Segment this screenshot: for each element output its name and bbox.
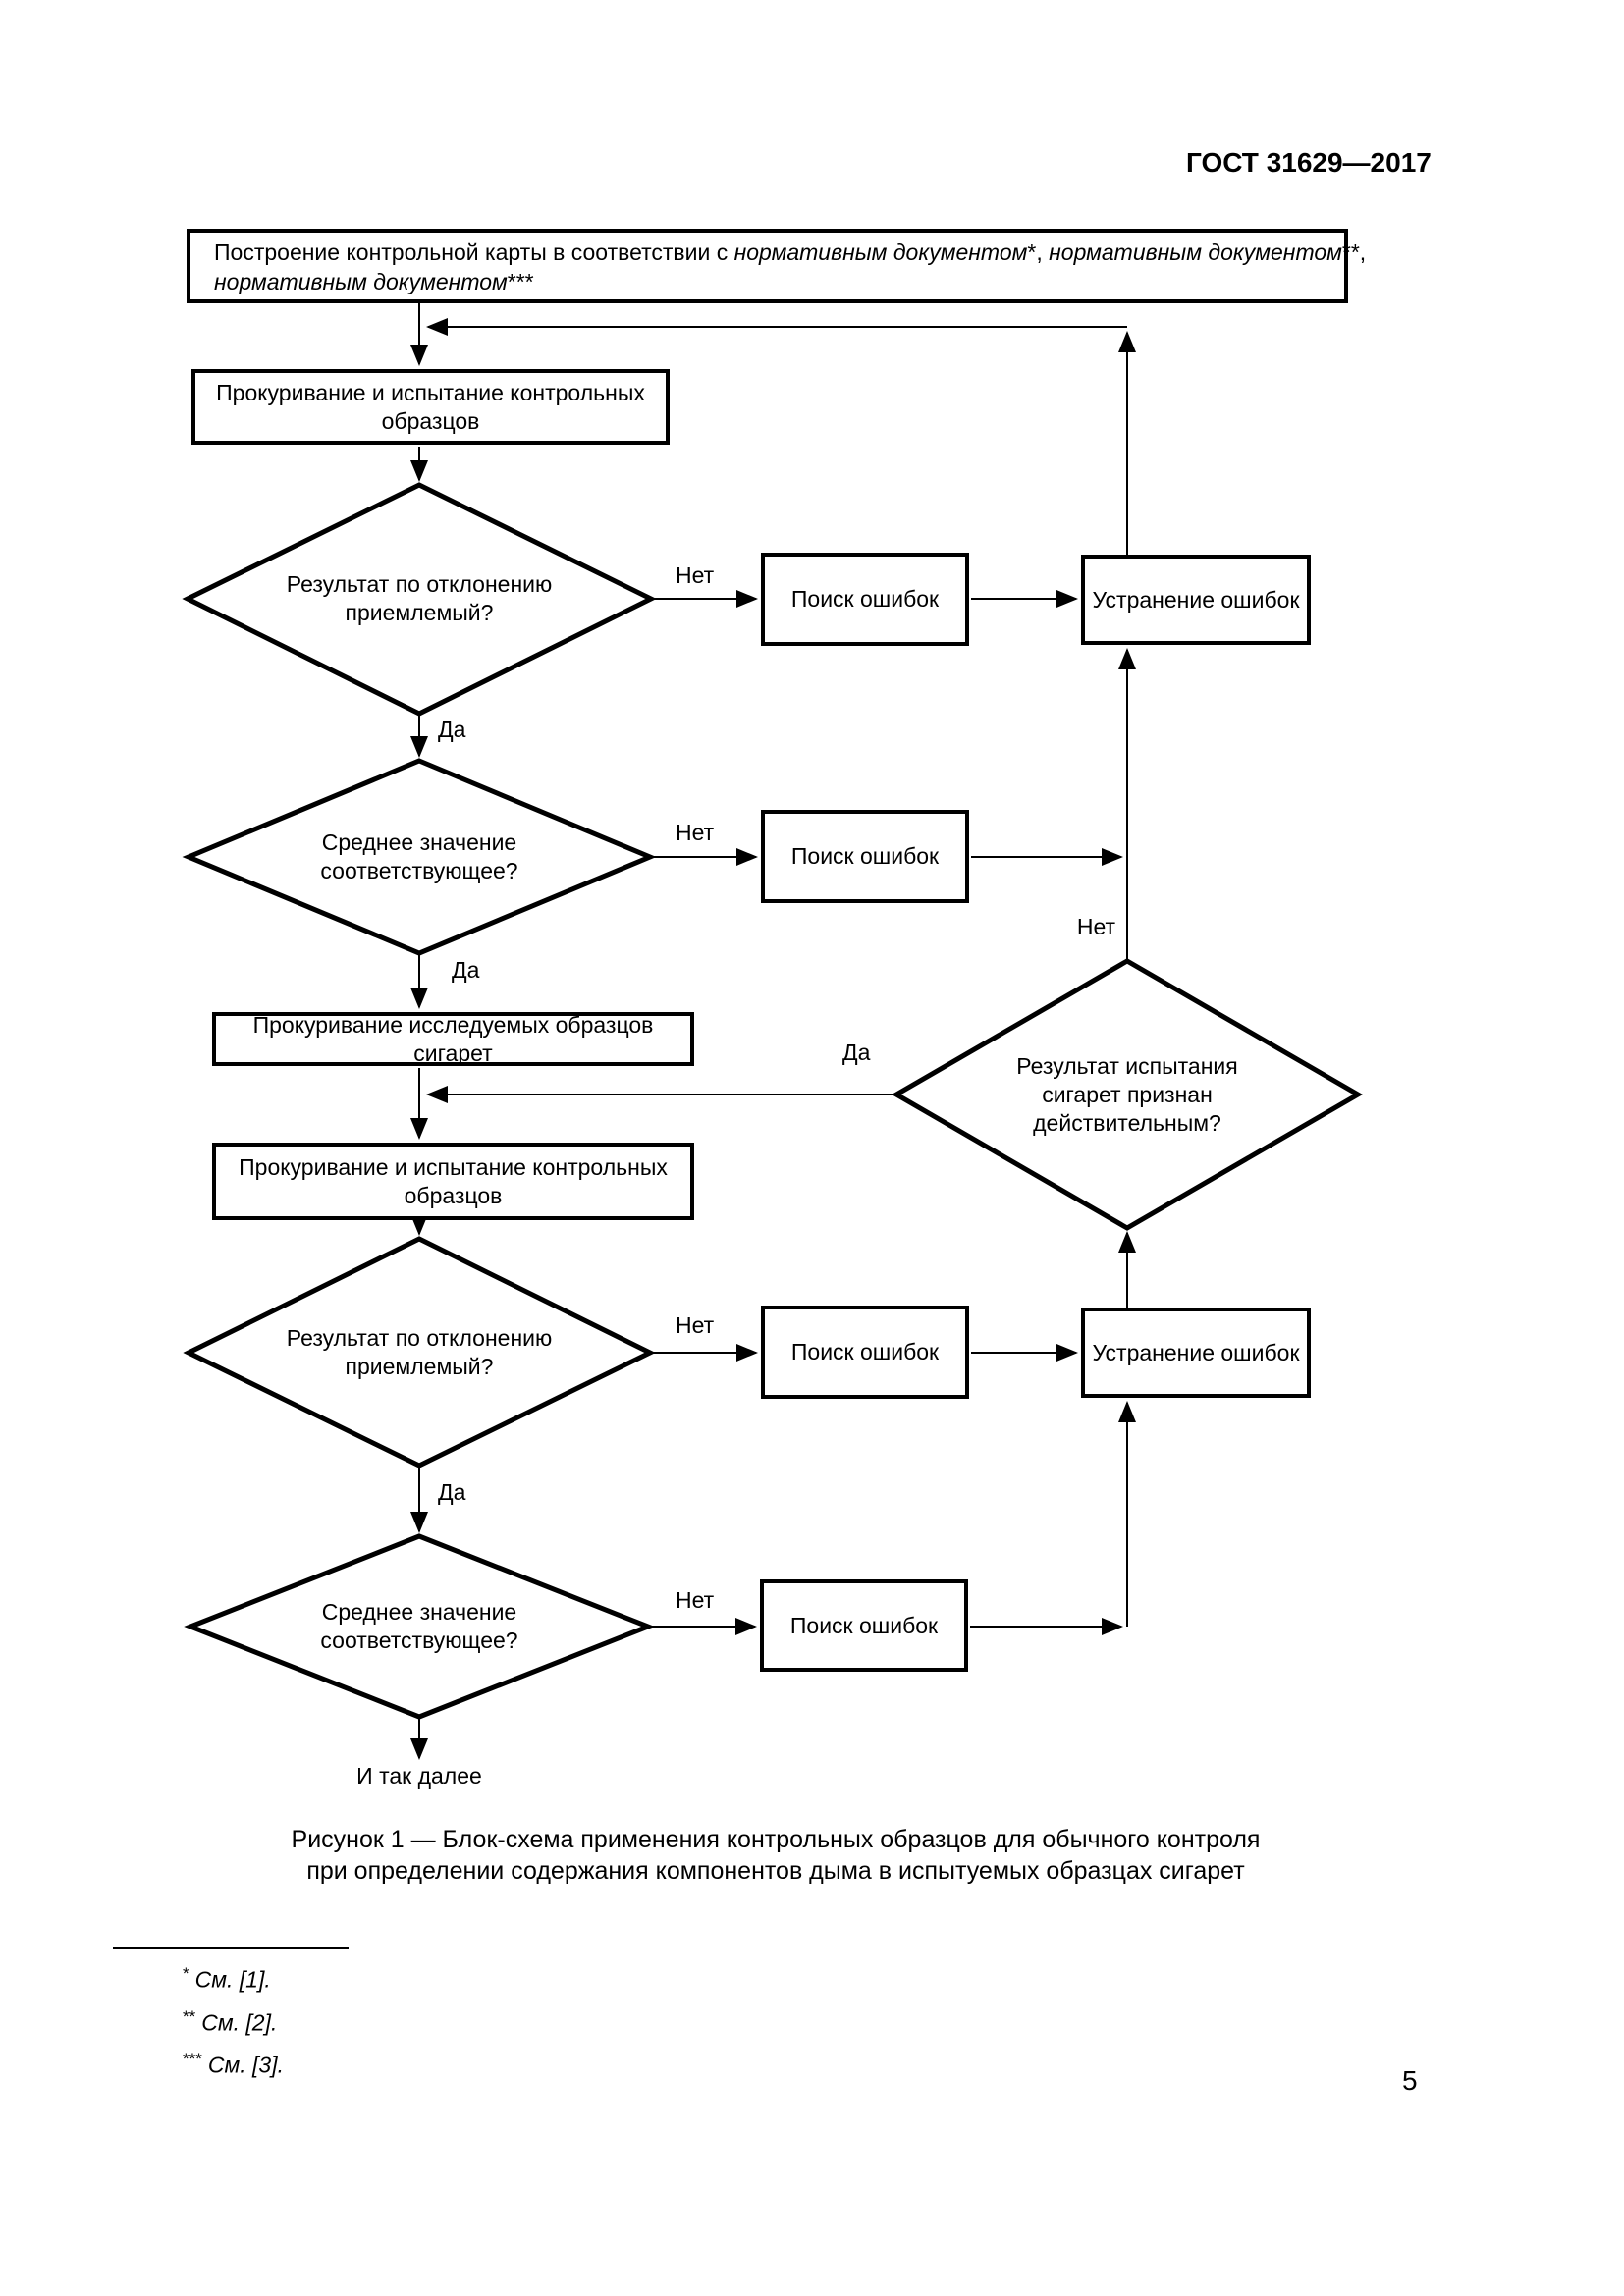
footnote-2: **См. [2]. xyxy=(183,1999,284,2042)
document-title: ГОСТ 31629—2017 xyxy=(1186,147,1432,178)
footnote-3-text: См. [3]. xyxy=(207,2052,284,2078)
footnotes: * См. [1]. **См. [2]. *** См. [3]. xyxy=(183,1955,284,2084)
label-no-mean-2: Нет xyxy=(676,1587,715,1613)
process-box-fix-errors-1: Устранение ошибок xyxy=(1081,555,1311,645)
diamond-deviation-2-shape xyxy=(183,1236,656,1468)
footnote-1-mark: * xyxy=(183,1964,189,1983)
figure-caption-line1: Рисунок 1 — Блок-схема применения контро… xyxy=(291,1826,1261,1853)
process-box-build-control-chart-line2: нормативным документом*** xyxy=(214,267,534,297)
label-yes-mean-1: Да xyxy=(452,957,480,983)
diamond-mean-1-shape xyxy=(182,758,657,956)
label-yes-deviation-2: Да xyxy=(438,1479,466,1505)
topbox-text-4: *** xyxy=(507,269,534,294)
process-box-smoke-control-2: Прокуривание и испытание контрольных обр… xyxy=(212,1143,694,1220)
topbox-text-1: Построение контрольной карты в соответст… xyxy=(214,240,734,265)
figure-caption-line2: при определении содержания компонентов д… xyxy=(306,1857,1245,1885)
label-no-validity: Нет xyxy=(1076,914,1115,939)
decision-validity-text: Результат испытания сигарет признан дейс… xyxy=(1016,1052,1238,1136)
topbox-text-2: *, xyxy=(1027,240,1050,265)
label-no-deviation-2: Нет xyxy=(676,1312,715,1338)
process-box-smoke-control-1: Прокуривание и испытание контрольных обр… xyxy=(191,369,670,445)
label-yes-validity: Да xyxy=(842,1040,871,1065)
page-number: 5 xyxy=(1402,2065,1418,2096)
decision-deviation-1-text: Результат по отклонению приемлемый? xyxy=(286,571,553,625)
topbox-text-3: **, xyxy=(1341,240,1367,265)
process-box-fix-errors-2: Устранение ошибок xyxy=(1081,1308,1311,1398)
process-box-search-errors-4: Поиск ошибок xyxy=(760,1579,968,1672)
process-box-smoke-test-samples: Прокуривание исследуемых образцов сигаре… xyxy=(212,1012,694,1066)
process-box-search-errors-2: Поиск ошибок xyxy=(761,810,969,903)
process-box-build-control-chart-line1: Построение контрольной карты в соответст… xyxy=(214,238,1366,268)
process-box-search-errors-1: Поиск ошибок xyxy=(761,553,969,646)
process-box-search-errors-3: Поиск ошибок xyxy=(761,1306,969,1399)
decision-mean-1-text: Среднее значение соответствующее? xyxy=(320,829,518,883)
figure-caption: Рисунок 1 — Блок-схема применения контро… xyxy=(160,1824,1391,1887)
decision-deviation-2-text: Результат по отклонению приемлемый? xyxy=(286,1325,553,1379)
label-no-deviation-1: Нет xyxy=(676,562,715,588)
topbox-italic-3: нормативным документом xyxy=(214,269,508,294)
diamond-deviation-1-shape xyxy=(182,482,657,717)
label-and-so-on: И так далее xyxy=(356,1763,482,1789)
footnote-1: * См. [1]. xyxy=(183,1955,284,1999)
diamond-mean-2-shape xyxy=(184,1533,655,1720)
label-no-mean-1: Нет xyxy=(676,820,715,845)
footnote-divider xyxy=(113,1947,349,1949)
footnote-3-mark: *** xyxy=(183,2050,202,2069)
diamond-validity-shape xyxy=(892,958,1363,1231)
label-yes-deviation-1: Да xyxy=(438,717,466,742)
footnote-2-text: См. [2]. xyxy=(201,2009,278,2036)
footnote-1-text: См. [1]. xyxy=(194,1966,271,1993)
topbox-italic-2: нормативным документом xyxy=(1049,240,1342,265)
process-box-build-control-chart xyxy=(187,229,1348,303)
topbox-italic-1: нормативным документом xyxy=(733,240,1028,265)
decision-mean-2-text: Среднее значение соответствующее? xyxy=(320,1599,518,1653)
footnote-3: *** См. [3]. xyxy=(183,2041,284,2084)
footnote-2-mark: ** xyxy=(183,2006,196,2026)
